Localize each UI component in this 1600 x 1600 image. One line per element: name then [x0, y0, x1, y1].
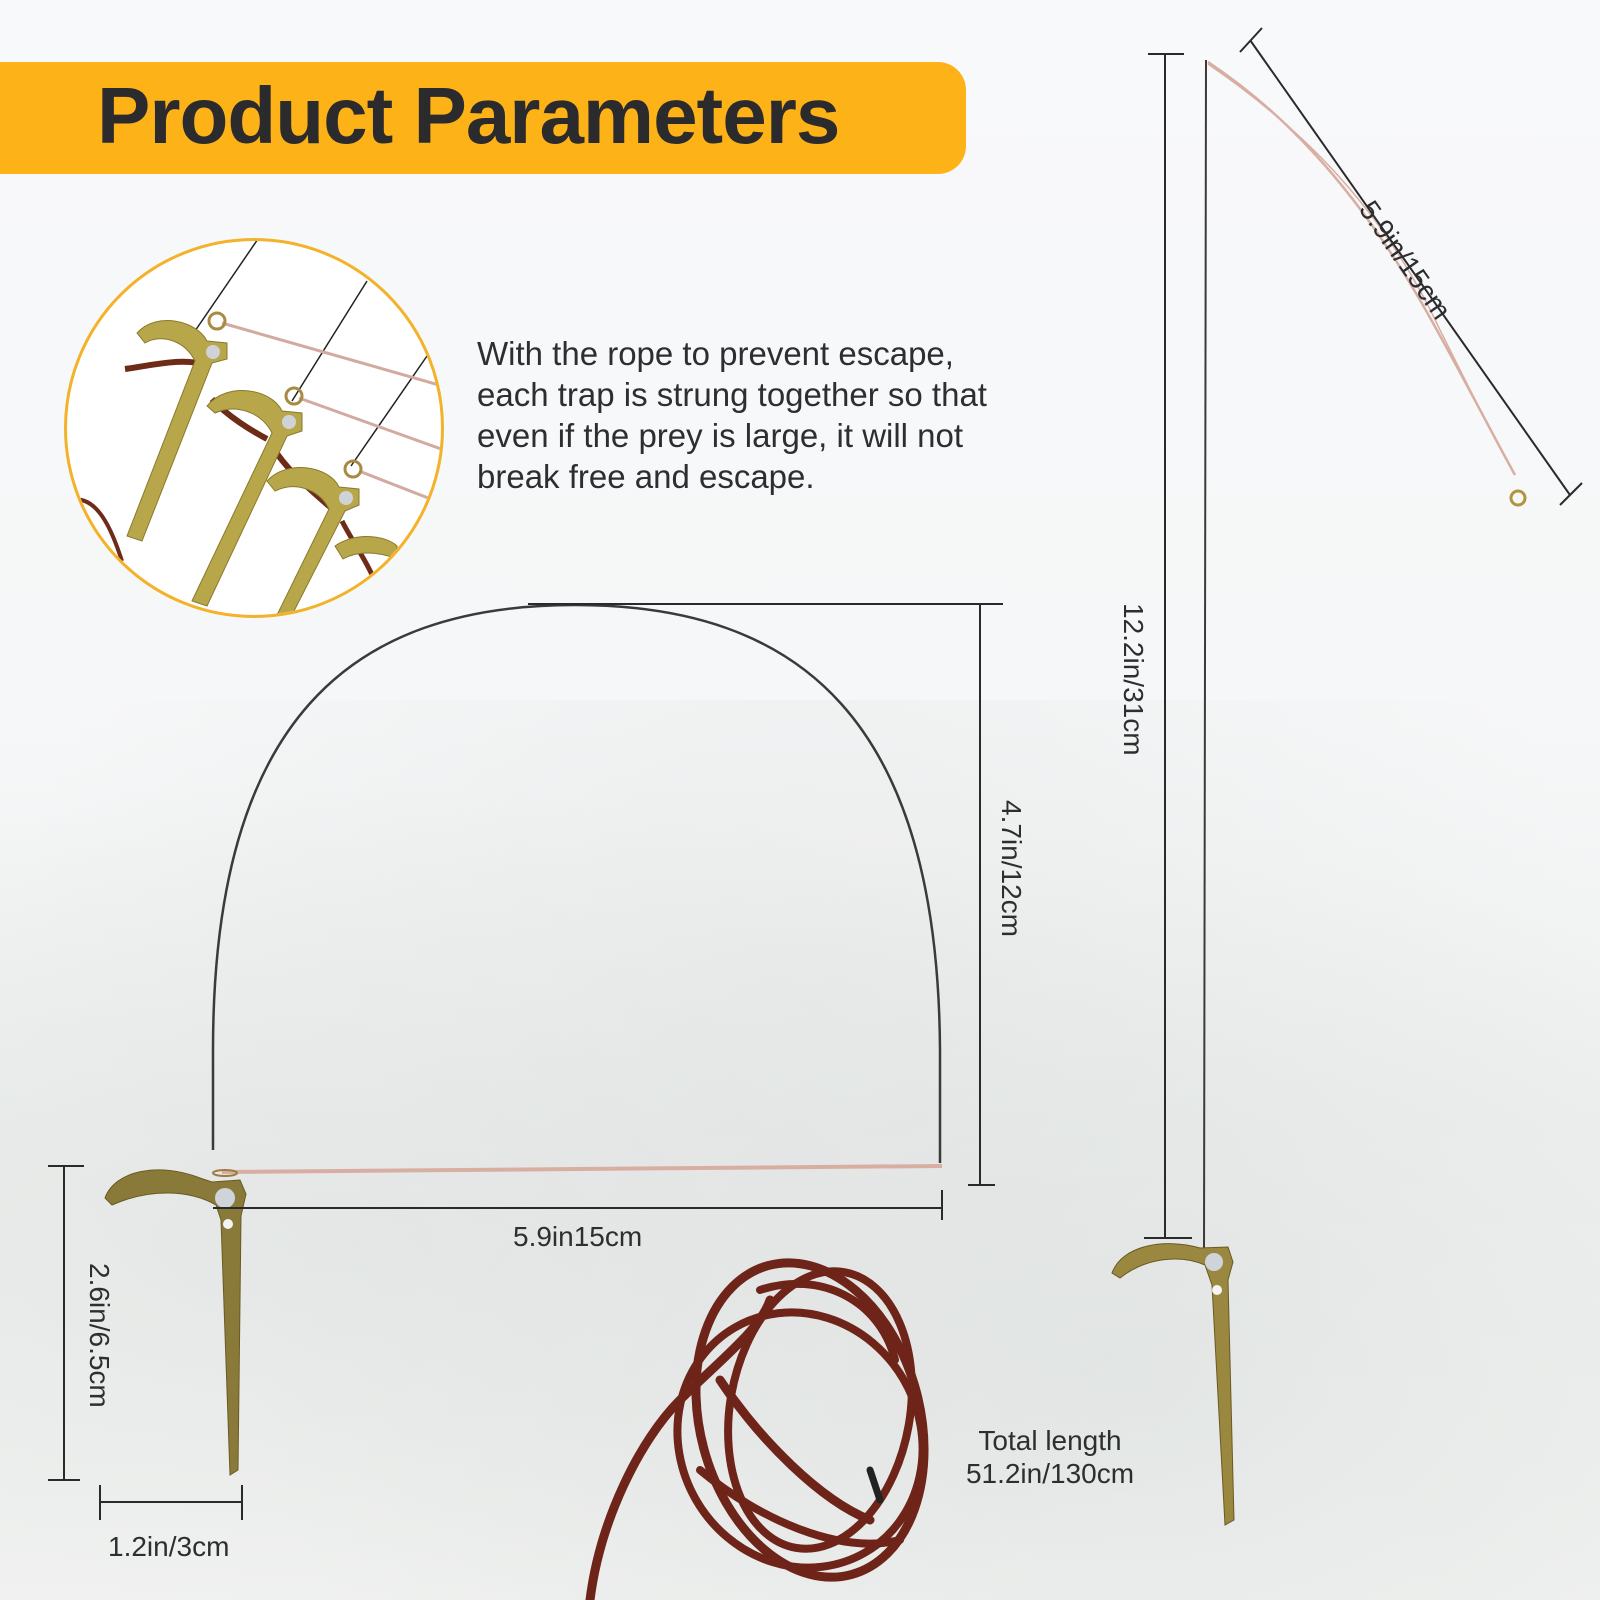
diagonal-lead-cord [1207, 60, 1517, 476]
loop-width-label: 5.9in15cm [513, 1221, 643, 1252]
loop-height-label: 4.7in/12cm [996, 800, 1027, 937]
stake-height-label: 2.6in/6.5cm [84, 1263, 115, 1408]
traps-chained-illustration [67, 241, 441, 615]
snare-cable-loop [211, 603, 942, 1163]
cord-end-ring [1509, 489, 1527, 507]
stake-width-label: 1.2in/3cm [108, 1531, 230, 1562]
detail-inset-image [64, 238, 444, 618]
description-line: With the rope to prevent escape, [477, 335, 954, 372]
page-title: Product Parameters [97, 71, 840, 160]
rope-length-title: Total length [978, 1425, 1122, 1456]
rope-length-value: 51.2in/130cm [965, 1458, 1135, 1489]
description-line: each trap is strung together so that [477, 376, 987, 413]
rope-length-label: Total length 51.2in/130cm [950, 1424, 1150, 1490]
left-stake-illustration [104, 1169, 247, 1476]
title-banner [0, 62, 966, 174]
rope-coil-illustration [585, 1258, 929, 1600]
cable-length-label: 12.2in/31cm [1118, 603, 1149, 756]
feature-description: With the rope to prevent escape, each tr… [477, 333, 1097, 497]
description-line: even if the prey is large, it will not [477, 417, 964, 454]
straight-cable [1203, 59, 1207, 1251]
description-line: break free and escape. [477, 458, 815, 495]
right-stake-illustration [1111, 1243, 1235, 1526]
snare-lead-cord [221, 1164, 943, 1174]
